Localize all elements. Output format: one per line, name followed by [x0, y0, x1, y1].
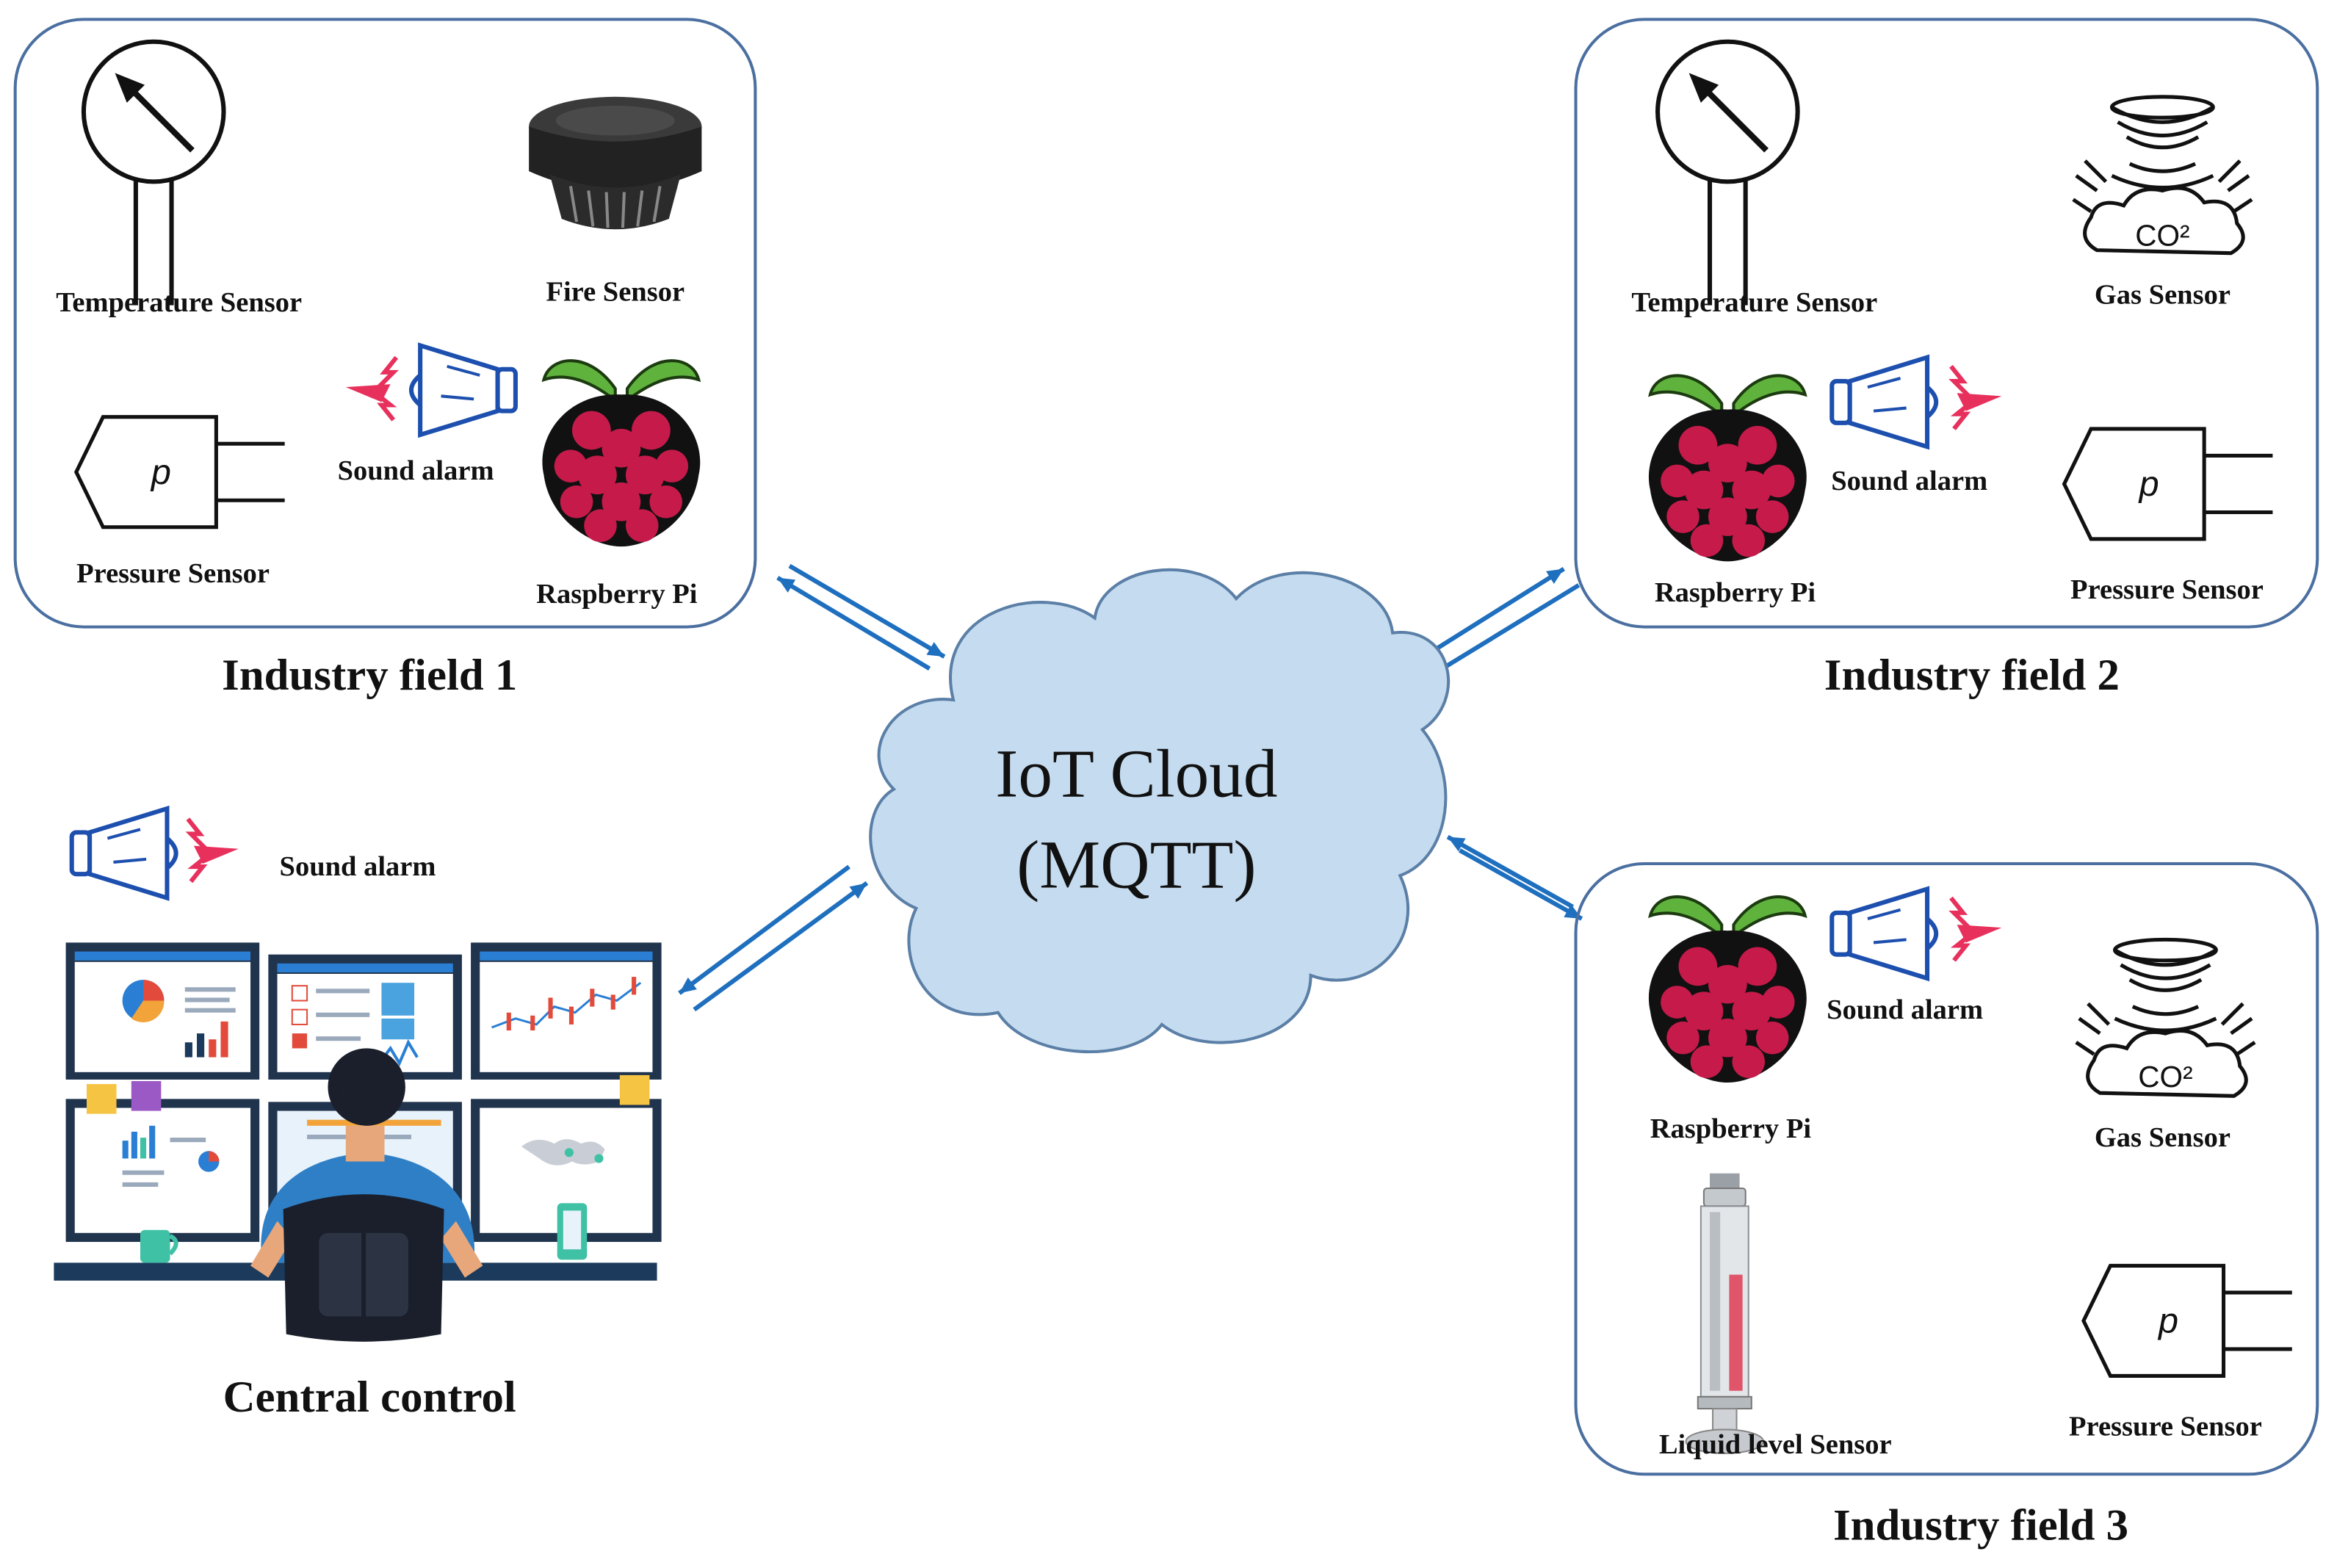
field-2-link-arrow-b	[1546, 568, 1564, 584]
central-link-line-b	[693, 881, 869, 1012]
raspberry-pi-icon	[1649, 375, 1807, 561]
gas-sensor-label: Gas Sensor	[2095, 1122, 2231, 1153]
gas-sensor-icon: CO²	[2076, 939, 2255, 1096]
industry-field-1: Temperature Sensor Fire Sensor Sound ala…	[13, 18, 757, 700]
central-control: Sound alarm	[54, 809, 662, 1422]
sound-alarm-label: Sound alarm	[1831, 466, 1987, 496]
field-1-link-line-a	[788, 563, 946, 659]
pressure-symbol: p	[2138, 464, 2159, 504]
sound-alarm-icon	[1832, 889, 2001, 978]
temperature-sensor-label: Temperature Sensor	[1631, 287, 1877, 318]
fire-sensor-icon	[529, 97, 701, 229]
field-2-box	[1574, 18, 2319, 629]
raspberry-pi-label: Raspberry Pi	[1650, 1113, 1812, 1144]
field-3-link-line-a	[1446, 834, 1574, 909]
raspberry-pi-label: Raspberry Pi	[1655, 577, 1816, 608]
pressure-symbol: p	[2157, 1301, 2178, 1341]
fire-sensor-label: Fire Sensor	[546, 277, 685, 308]
central-control-caption: Central control	[223, 1373, 516, 1422]
raspberry-pi-icon	[1649, 897, 1807, 1083]
field-1-caption: Industry field 1	[222, 651, 517, 700]
central-link-line-a	[678, 864, 850, 995]
cloud-title: IoT Cloud	[995, 737, 1277, 812]
pressure-sensor-label: Pressure Sensor	[2070, 574, 2264, 605]
sound-alarm-label: Sound alarm	[1827, 994, 1983, 1025]
field-3-link-line-b	[1458, 848, 1583, 921]
sound-alarm-icon	[72, 809, 239, 898]
field-3-caption: Industry field 3	[1833, 1500, 2128, 1550]
field-2-caption: Industry field 2	[1824, 651, 2120, 700]
field-3-link-arrow-a	[1448, 837, 1466, 852]
field-3-box	[1574, 861, 2319, 1476]
field-1-box	[13, 18, 757, 629]
pressure-sensor-label: Pressure Sensor	[76, 558, 270, 589]
field-2-link-line-a	[1424, 583, 1581, 682]
raspberry-pi-icon	[542, 361, 700, 546]
sound-alarm-label: Sound alarm	[280, 851, 436, 882]
pressure-sensor-icon: p	[2084, 1265, 2292, 1376]
field-1-link-arrow-b	[777, 577, 796, 593]
gas-sensor-label: Gas Sensor	[2095, 280, 2231, 311]
cloud-protocol: (MQTT)	[1016, 827, 1256, 903]
pressure-symbol: p	[150, 452, 171, 492]
liquid-level-sensor-icon	[1685, 1172, 1765, 1454]
gas-symbol: CO²	[2135, 219, 2189, 253]
sound-alarm-label: Sound alarm	[338, 455, 494, 486]
pressure-sensor-icon: p	[76, 417, 285, 527]
central-link-arrow-a	[679, 977, 697, 994]
sound-alarm-icon	[1832, 358, 2001, 447]
iot-cloud: IoT Cloud (MQTT)	[870, 570, 1448, 1052]
central-link-arrow-b	[849, 883, 867, 899]
liquid-level-sensor-label: Liquid level Sensor	[1659, 1429, 1892, 1460]
field-1-link-line-b	[776, 576, 931, 671]
temperature-sensor-label: Temperature Sensor	[56, 287, 302, 318]
pressure-sensor-label: Pressure Sensor	[2069, 1412, 2262, 1442]
monitoring-wall-illustration	[54, 942, 662, 1342]
raspberry-pi-label: Raspberry Pi	[536, 579, 698, 610]
gas-symbol: CO²	[2138, 1060, 2192, 1094]
field-1-link-arrow-a	[926, 642, 944, 657]
temperature-sensor-icon	[84, 42, 224, 306]
industry-field-2: Temperature Sensor CO² Gas Sensor Raspbe…	[1574, 18, 2319, 700]
industry-field-3: Raspberry Pi Sound alarm CO² Gas Sensor …	[1574, 861, 2319, 1550]
sound-alarm-icon	[346, 345, 516, 435]
temperature-sensor-icon	[1658, 42, 1798, 306]
gas-sensor-icon: CO²	[2073, 97, 2252, 253]
pressure-sensor-icon: p	[2065, 429, 2273, 539]
